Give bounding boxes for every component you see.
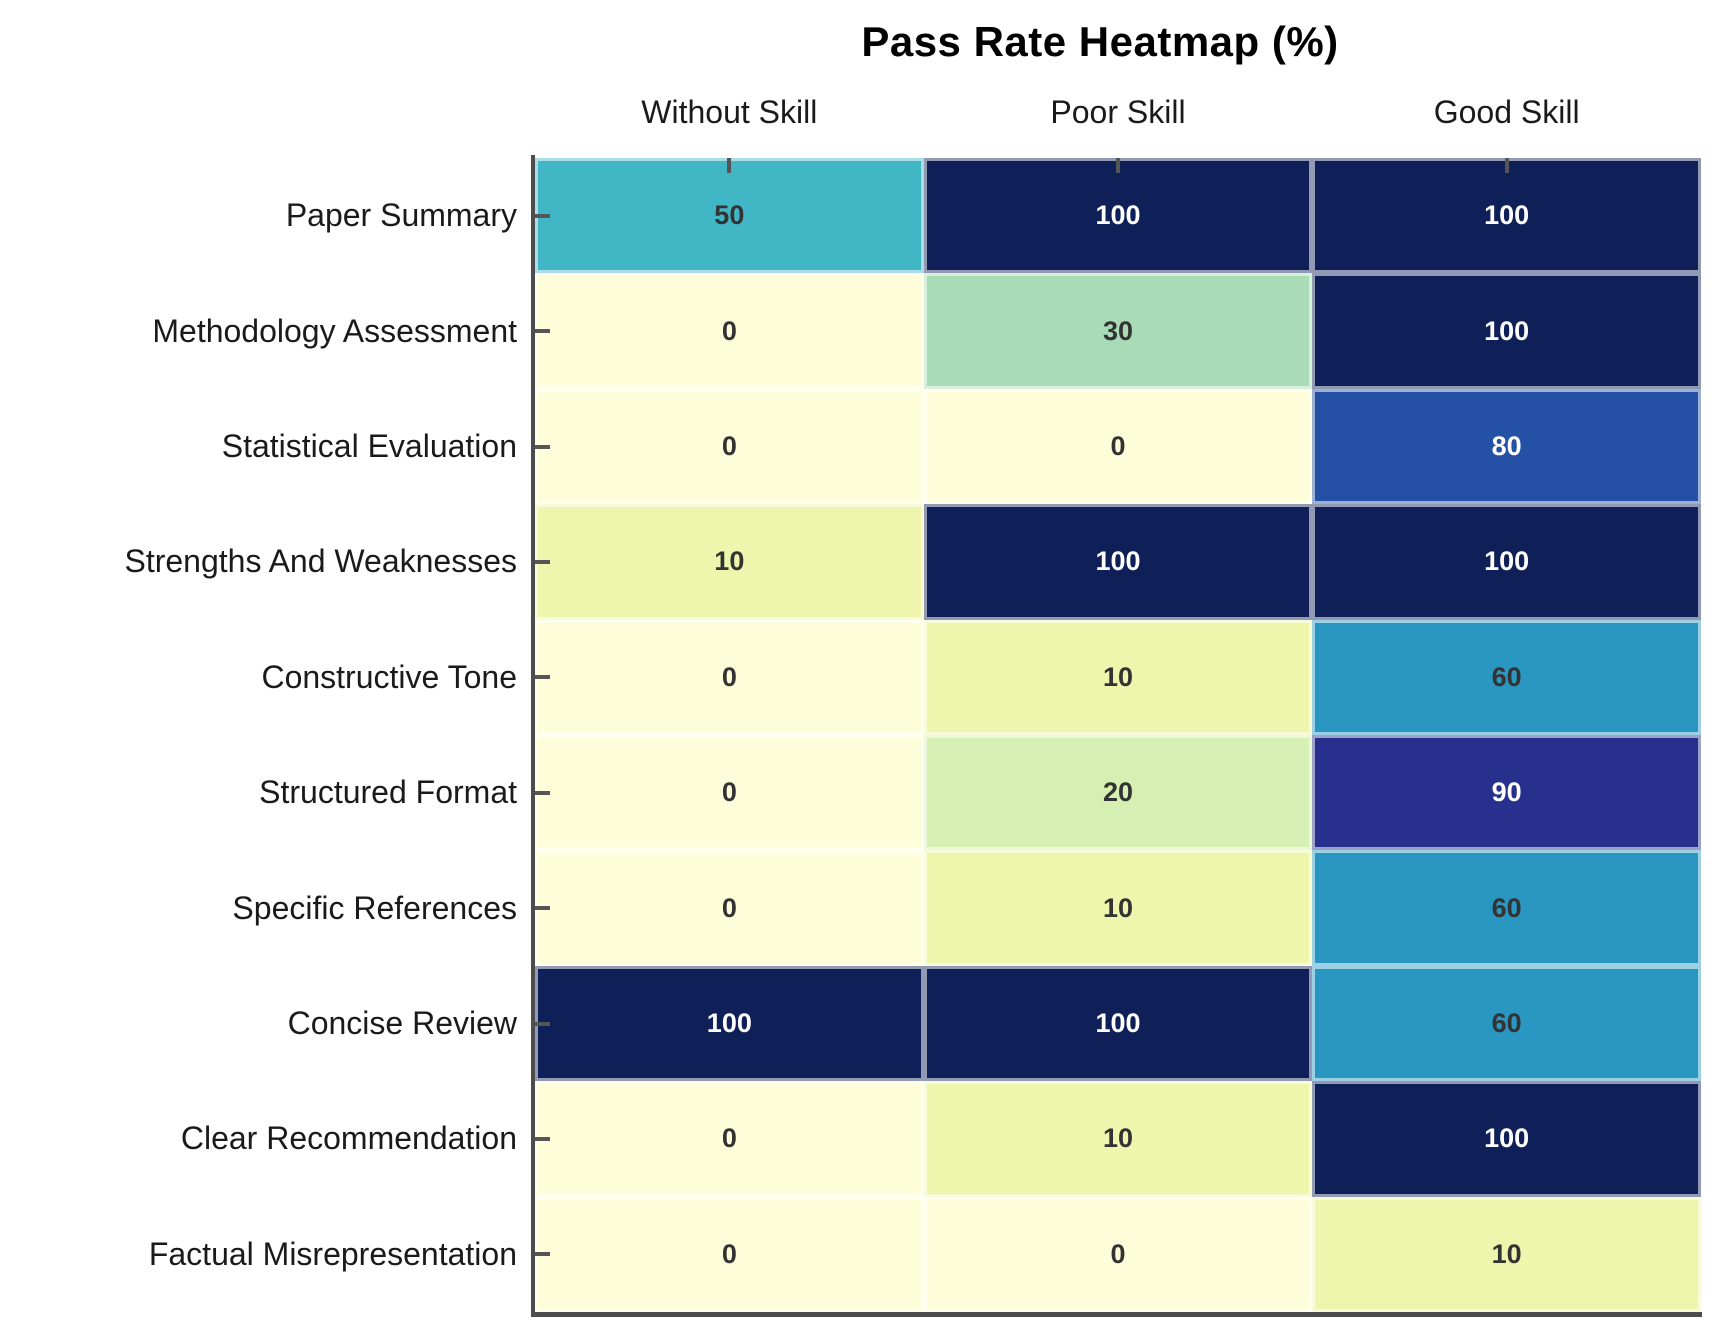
heatmap-cell: 0 [535, 850, 924, 966]
heatmap-cell: 80 [1312, 388, 1701, 505]
heatmap-cell: 100 [923, 158, 1313, 274]
heatmap-cell: 100 [923, 504, 1313, 620]
heatmap-cell: 100 [1312, 273, 1701, 389]
y-tick [535, 444, 550, 449]
heatmap-cell: 100 [1312, 158, 1701, 274]
row-label-7: Concise Review [287, 1004, 517, 1041]
row-label-8: Clear Recommendation [180, 1120, 517, 1157]
row-label-5: Structured Format [259, 774, 517, 811]
row-label-2: Statistical Evaluation [221, 427, 517, 464]
x-tick [727, 158, 732, 173]
heatmap-cell: 10 [1312, 1196, 1701, 1312]
heatmap-cell: 100 [923, 965, 1313, 1082]
heatmap-cell: 100 [1312, 1081, 1701, 1197]
heatmap-cell: 0 [535, 273, 924, 389]
heatmap-cell: 10 [535, 504, 924, 620]
heatmap-cell: 0 [535, 388, 924, 505]
column-header-0: Without Skill [641, 93, 818, 130]
row-label-6: Specific References [232, 889, 517, 926]
y-tick [535, 559, 550, 564]
heatmap-cell: 50 [535, 158, 924, 274]
row-label-0: Paper Summary [285, 197, 517, 234]
heatmap-cell: 10 [923, 619, 1313, 735]
x-axis-spine [531, 1312, 1702, 1317]
chart-title: Pass Rate Heatmap (%) [861, 18, 1339, 65]
heatmap-cell: 0 [535, 619, 924, 735]
x-tick [1116, 158, 1120, 173]
y-tick [535, 1021, 550, 1026]
heatmap-cell: 0 [535, 1196, 924, 1312]
y-tick [535, 906, 550, 911]
column-headers: Without Skill Poor Skill Good Skill [535, 86, 1701, 138]
heatmap-cell: 0 [535, 1081, 924, 1197]
y-tick [535, 1252, 550, 1257]
column-header-2: Good Skill [1433, 93, 1580, 130]
y-tick [535, 675, 550, 680]
row-label-1: Methodology Assessment [152, 312, 517, 349]
heatmap-cell: 10 [923, 1081, 1313, 1197]
x-tick [1504, 158, 1509, 173]
heatmap-cell: 100 [535, 965, 924, 1082]
heatmap-cell: 60 [1312, 965, 1701, 1082]
heatmap-cell: 100 [1312, 504, 1701, 620]
heatmap-cell: 10 [923, 850, 1313, 966]
y-tick [535, 1136, 550, 1141]
heatmap-cell: 60 [1312, 850, 1701, 966]
heatmap-cell: 90 [1312, 735, 1701, 851]
row-label-4: Constructive Tone [261, 658, 517, 695]
heatmap-cell: 0 [535, 735, 924, 851]
heatmap-cell: 30 [923, 273, 1313, 389]
row-label-3: Strengths And Weaknesses [124, 543, 517, 580]
y-tick [535, 790, 550, 795]
heatmap-cell: 60 [1312, 619, 1701, 735]
heatmap-cell: 20 [923, 735, 1313, 851]
y-tick [535, 329, 550, 334]
y-tick [535, 213, 550, 218]
y-axis-spine [531, 155, 535, 1317]
heatmap-cell: 0 [923, 388, 1313, 505]
row-label-9: Factual Misrepresentation [148, 1235, 517, 1272]
heatmap-cell: 0 [923, 1196, 1313, 1312]
column-header-1: Poor Skill [1050, 93, 1186, 130]
